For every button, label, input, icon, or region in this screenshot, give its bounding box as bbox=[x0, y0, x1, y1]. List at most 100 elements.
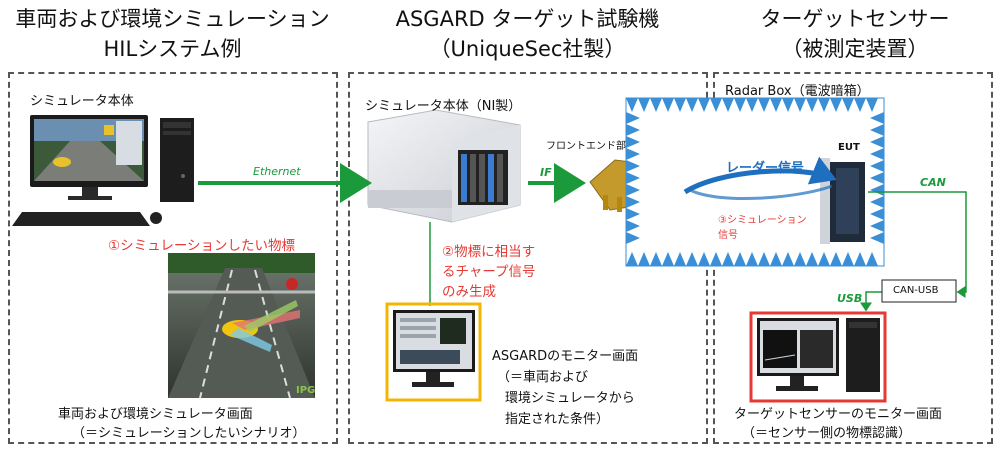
simulation-scenario-screen bbox=[168, 253, 315, 399]
absorber-spike bbox=[722, 98, 734, 112]
absorber-spike bbox=[806, 98, 818, 112]
absorber-spike bbox=[626, 208, 640, 220]
absorber-spike bbox=[722, 252, 734, 266]
absorber-spike bbox=[650, 252, 662, 266]
object-label: ①シミュレーションしたい物標 bbox=[108, 238, 296, 254]
asgard-monitor-caption-3: 環境シミュレータから bbox=[505, 391, 635, 406]
section-hil bbox=[8, 72, 338, 444]
absorber-spike bbox=[870, 196, 884, 208]
absorber-spike bbox=[870, 124, 884, 136]
absorber-spike bbox=[626, 124, 640, 136]
header-right: ターゲットセンサー （被測定装置） bbox=[710, 4, 1000, 64]
absorber-spike bbox=[870, 232, 884, 244]
absorber-spike bbox=[870, 160, 884, 172]
middle-simulator-label: シミュレータ本体（NI製） bbox=[365, 99, 522, 114]
absorber-spike bbox=[626, 196, 640, 208]
absorber-spike bbox=[626, 252, 638, 266]
chirp-label-2: るチャープ信号 bbox=[442, 264, 536, 280]
absorber-spike bbox=[698, 98, 710, 112]
absorber-spike bbox=[626, 136, 640, 148]
absorber-spike bbox=[638, 252, 650, 266]
frontend-label: フロントエンド部 bbox=[546, 141, 626, 152]
absorber-spike bbox=[758, 98, 770, 112]
absorber-spike bbox=[870, 220, 884, 232]
asgard-monitor-caption-1: ASGARDのモニター画面 bbox=[492, 349, 639, 364]
asgard-monitor-caption-2: （＝車両および bbox=[497, 370, 589, 385]
pc-tower bbox=[160, 118, 194, 202]
radar-signal-label: レーダー信号 bbox=[726, 161, 805, 176]
absorber-spike bbox=[870, 148, 884, 160]
absorber-spike bbox=[626, 172, 640, 184]
absorber-spike bbox=[794, 252, 806, 266]
absorber-spike bbox=[710, 252, 722, 266]
absorber-spike bbox=[734, 98, 746, 112]
absorber-spike bbox=[782, 98, 794, 112]
absorber-spike bbox=[626, 160, 640, 172]
can-link bbox=[868, 191, 967, 298]
absorber-spike bbox=[842, 252, 854, 266]
pc-monitor bbox=[30, 115, 148, 200]
absorber-spike bbox=[818, 252, 830, 266]
left-screen-caption-1: 車両および環境シミュレータ画面 bbox=[58, 407, 253, 422]
absorber-spike bbox=[734, 252, 746, 266]
eut-device bbox=[820, 158, 865, 244]
absorber-spike bbox=[806, 252, 818, 266]
absorber-spike bbox=[854, 252, 866, 266]
absorber-spike bbox=[866, 98, 878, 112]
absorber-spike bbox=[782, 252, 794, 266]
absorber-spike bbox=[746, 252, 758, 266]
absorber-spike bbox=[626, 184, 640, 196]
header-left: 車両および環境シミュレーション HILシステム例 bbox=[0, 4, 345, 64]
left-simulator-label: シミュレータ本体 bbox=[30, 94, 134, 109]
asgard-monitor bbox=[385, 302, 482, 402]
absorber-spike bbox=[842, 98, 854, 112]
absorber-spike bbox=[770, 98, 782, 112]
absorber-spike bbox=[758, 252, 770, 266]
pc-keyboard bbox=[12, 212, 162, 226]
absorber-spike bbox=[698, 252, 710, 266]
usb-label: USB bbox=[837, 292, 863, 305]
absorber-spike bbox=[626, 232, 640, 244]
ethernet-label: Ethernet bbox=[253, 165, 301, 178]
eut-label: EUT bbox=[838, 142, 860, 153]
header-right-line1: ターゲットセンサー bbox=[760, 7, 950, 31]
header-left-line2: HILシステム例 bbox=[103, 37, 242, 61]
ni-chassis bbox=[367, 109, 521, 223]
if-label: IF bbox=[540, 166, 552, 179]
absorber-spike bbox=[818, 98, 830, 112]
can-usb-label: CAN-USB bbox=[893, 285, 939, 296]
screen-logo: IPG bbox=[296, 385, 316, 396]
absorber-spike bbox=[626, 112, 640, 124]
absorber-spike bbox=[870, 208, 884, 220]
absorber-spike bbox=[794, 98, 806, 112]
header-right-line2: （被測定装置） bbox=[781, 37, 929, 61]
absorber-spike bbox=[674, 252, 686, 266]
sim-signal-label-1: ③シミュレーション bbox=[718, 215, 807, 226]
target-sensor-monitor bbox=[749, 311, 887, 403]
absorber-spike bbox=[870, 136, 884, 148]
left-screen-caption-2: （＝シミュレーションしたいシナリオ） bbox=[72, 426, 306, 441]
asgard-monitor-caption-4: 指定された条件） bbox=[505, 412, 610, 427]
absorber-spike bbox=[830, 98, 842, 112]
header-left-line1: 車両および環境シミュレーション bbox=[15, 7, 330, 31]
absorber-spike bbox=[686, 98, 698, 112]
absorber-spike bbox=[854, 98, 866, 112]
header-middle: ASGARD ターゲット試験機 （UniqueSec社製） bbox=[345, 4, 710, 64]
absorber-spike bbox=[638, 98, 650, 112]
chirp-label-3: のみ生成 bbox=[442, 284, 496, 300]
absorber-spike bbox=[870, 172, 884, 184]
header-middle-line1: ASGARD ターゲット試験機 bbox=[395, 7, 660, 31]
sim-signal-label-2: 信号 bbox=[718, 230, 738, 241]
radar-box-label: Radar Box（電波暗箱） bbox=[725, 84, 870, 99]
absorber-spike bbox=[662, 98, 674, 112]
absorber-spike bbox=[626, 148, 640, 160]
header-middle-line2: （UniqueSec社製） bbox=[429, 37, 626, 61]
absorber-spike bbox=[746, 98, 758, 112]
absorber-spike bbox=[662, 252, 674, 266]
sensor-monitor-caption-2: （＝センサー側の物標認識） bbox=[742, 426, 912, 441]
absorber-spike bbox=[870, 184, 884, 196]
absorber-spike bbox=[710, 98, 722, 112]
absorber-spike bbox=[674, 98, 686, 112]
chirp-label-1: ②物標に相当す bbox=[442, 244, 536, 260]
